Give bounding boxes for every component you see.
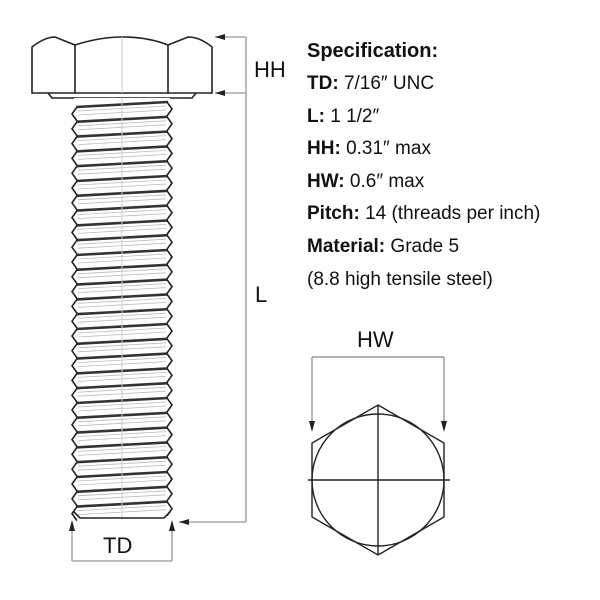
spec-key: TD: bbox=[307, 73, 339, 94]
spec-row-pitch: Pitch: 14 (threads per inch) bbox=[307, 198, 540, 231]
spec-title: Specification: bbox=[307, 40, 439, 62]
spec-key: Material: bbox=[307, 235, 386, 257]
spec-key: HH: bbox=[307, 138, 341, 160]
spec-key: L: bbox=[307, 105, 325, 127]
td-dimension-line bbox=[69, 520, 175, 562]
hw-dimension-line bbox=[309, 356, 447, 432]
threaded-shank bbox=[71, 98, 173, 522]
spec-row-material: Material: Grade 5 bbox=[307, 231, 540, 264]
spec-row-hw: HW: 0.6″ max bbox=[307, 166, 540, 199]
specification-panel: Specification: TD: 7/16″ UNC L: 1 1/2″ H… bbox=[307, 34, 540, 296]
hw-label: HW bbox=[357, 327, 394, 352]
spec-value: 0.6″ max bbox=[349, 170, 425, 192]
hex-head-top-view bbox=[308, 404, 450, 556]
td-label: TD bbox=[103, 533, 133, 558]
spec-key: Pitch: bbox=[307, 203, 360, 225]
spec-value: 1 1/2″ bbox=[330, 105, 380, 127]
spec-row-td: TD: 7/16″ UNC bbox=[307, 68, 540, 101]
spec-value: 0.31″ max bbox=[346, 138, 431, 160]
spec-key: HW: bbox=[307, 170, 345, 192]
spec-value: (8.8 high tensile steel) bbox=[307, 268, 493, 290]
spec-value: 14 (threads per inch) bbox=[365, 203, 541, 225]
spec-value: Grade 5 bbox=[390, 235, 460, 257]
hh-label: HH bbox=[254, 57, 286, 82]
l-dimension-line bbox=[179, 519, 246, 525]
spec-row-hh: HH: 0.31″ max bbox=[307, 133, 540, 166]
bolt-head-side-view bbox=[31, 36, 213, 99]
l-label: L bbox=[255, 282, 268, 307]
spec-value: 7/16″ UNC bbox=[343, 73, 435, 94]
spec-row-material-note: (8.8 high tensile steel) bbox=[307, 264, 540, 297]
spec-row-l: L: 1 1/2″ bbox=[307, 101, 540, 134]
hh-dimension-line bbox=[215, 34, 247, 522]
